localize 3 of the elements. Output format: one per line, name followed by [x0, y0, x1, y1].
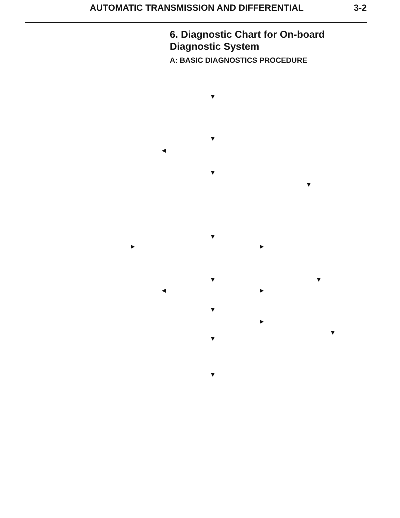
- page-title: 6. Diagnostic Chart for On-board Diagnostic System: [170, 30, 326, 54]
- running-header: AUTOMATIC TRANSMISSION AND DIFFERENTIAL: [90, 3, 304, 14]
- page-section-number: 3-2: [354, 3, 368, 14]
